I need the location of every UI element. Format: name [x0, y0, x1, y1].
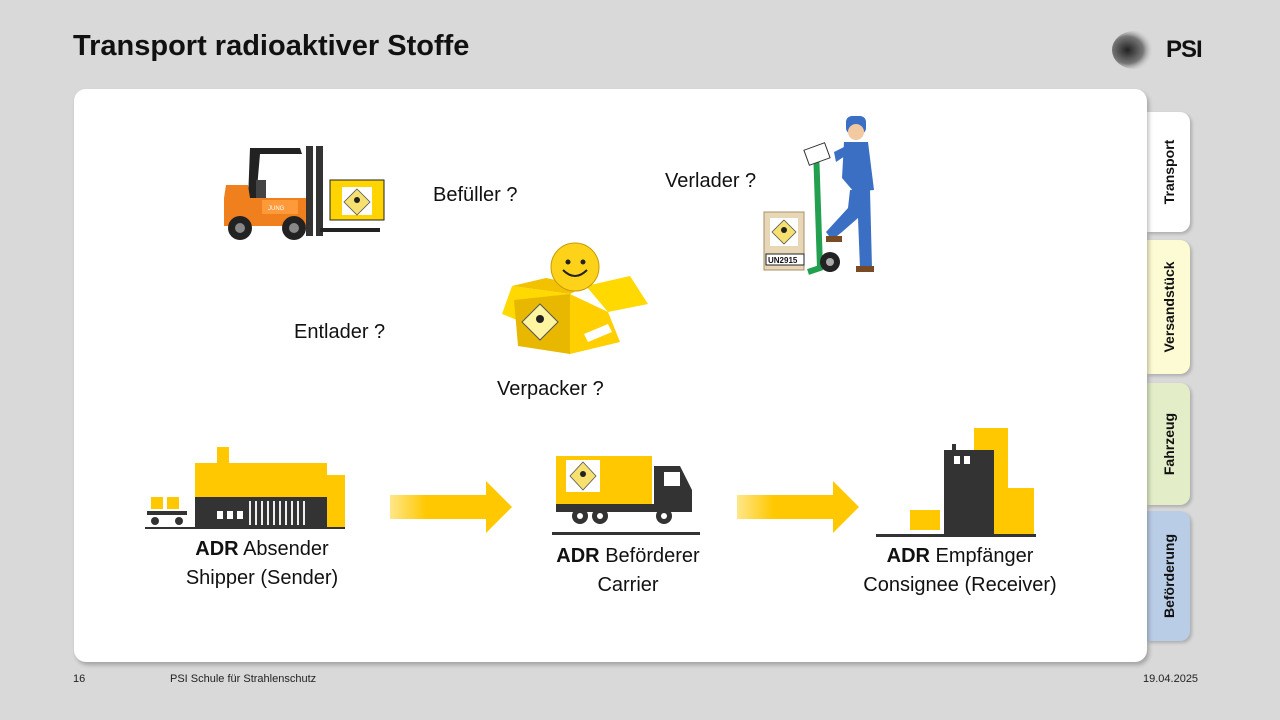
un-number-label: UN2915	[768, 256, 798, 265]
psi-logo	[1112, 31, 1156, 69]
sender-adr: ADR	[195, 538, 239, 560]
arrow-right-icon	[390, 481, 512, 533]
receiver-role: Empfänger	[935, 545, 1034, 567]
carrier-adr: ADR	[556, 545, 600, 567]
warehouse-icon	[876, 428, 1036, 537]
tab-befoerderung-label: Beförderung	[1160, 534, 1177, 618]
receiver-caption: ADR Empfänger Consignee (Receiver)	[840, 545, 1080, 597]
psi-logo-text: PSI	[1166, 36, 1203, 63]
factory-icon	[145, 447, 345, 529]
tab-fahrzeug-label: Fahrzeug	[1160, 412, 1177, 476]
worker-icon: UN2915	[763, 116, 874, 275]
forklift-icon: JUNG	[224, 146, 385, 240]
befueller-label: Befüller ?	[433, 184, 518, 206]
verlader-label: Verlader ?	[665, 170, 757, 192]
arrow-right-icon	[737, 481, 859, 533]
footer-date: 19.04.2025	[1143, 673, 1199, 685]
package-box-icon	[502, 242, 648, 354]
verpacker-label: Verpacker ?	[497, 378, 604, 400]
tab-transport-label: Transport	[1160, 139, 1177, 205]
sender-caption: ADR Absender Shipper (Sender)	[162, 538, 362, 590]
svg-text:JUNG: JUNG	[268, 206, 285, 212]
sender-sub: Shipper (Sender)	[185, 567, 339, 589]
page-number: 16	[73, 673, 86, 685]
carrier-sub: Carrier	[597, 574, 659, 596]
carrier-role: Beförderer	[605, 545, 700, 567]
footer-org: PSI Schule für Strahlenschutz	[170, 673, 317, 685]
tab-transport[interactable]: Transport	[1147, 112, 1190, 232]
carrier-caption: ADR Beförderer Carrier	[528, 545, 728, 597]
tab-fahrzeug[interactable]: Fahrzeug	[1147, 383, 1190, 505]
truck-icon	[552, 456, 700, 535]
tab-versandstueck[interactable]: Versandstück	[1147, 240, 1190, 374]
tab-befoerderung[interactable]: Beförderung	[1147, 511, 1190, 641]
receiver-sub: Consignee (Receiver)	[863, 574, 1057, 596]
receiver-adr: ADR	[886, 545, 930, 567]
entlader-label: Entlader ?	[294, 321, 386, 343]
tab-versandstueck-label: Versandstück	[1160, 261, 1177, 353]
sender-role: Absender	[243, 538, 329, 560]
slide-title: Transport radioaktiver Stoffe	[73, 30, 470, 62]
